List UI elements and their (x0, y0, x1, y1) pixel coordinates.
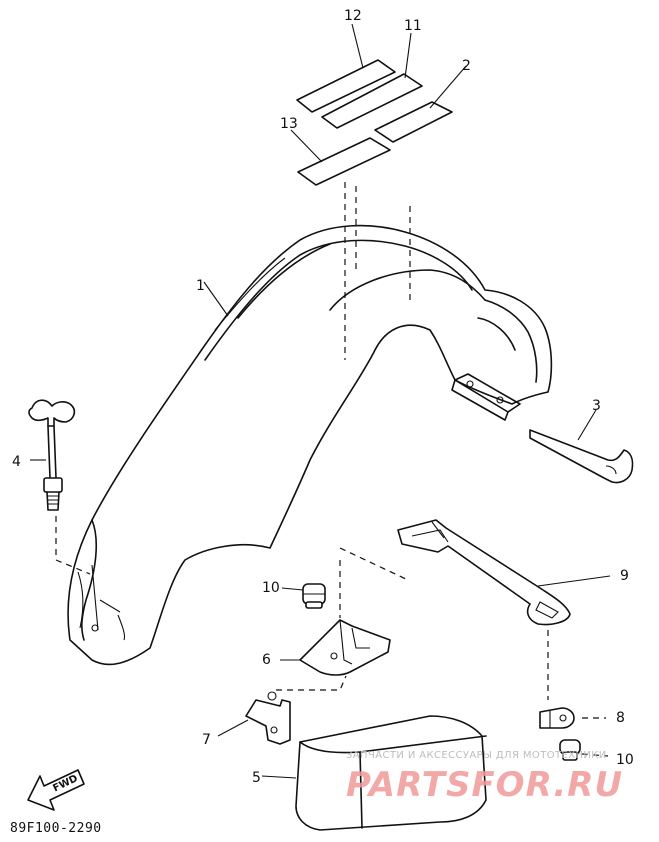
grommet-10a (302, 583, 326, 609)
grommet-10b (559, 739, 581, 761)
drawing-code: 89F100-2290 (10, 821, 102, 836)
decal-13 (297, 137, 391, 186)
rear-fender (67, 224, 553, 666)
decal-11 (321, 73, 423, 129)
callout-7: 7 (202, 732, 211, 748)
battery-bracket (245, 691, 291, 745)
battery (295, 715, 487, 831)
decal-12 (296, 59, 396, 113)
callout-1: 1 (196, 278, 205, 294)
decal-2 (374, 101, 453, 143)
callout-3: 3 (592, 398, 601, 414)
watermark-brand: PARTSFOR.RU (346, 765, 623, 805)
callout-10-upper: 10 (262, 580, 280, 596)
callout-12: 12 (344, 8, 362, 24)
callout-13: 13 (280, 116, 298, 132)
callout-6: 6 (262, 652, 271, 668)
callout-9: 9 (620, 568, 629, 584)
callout-10-lower: 10 (616, 752, 634, 768)
watermark-tagline: ЗАПЧАСТИ И АКСЕССУАРЫ ДЛЯ МОТОТЕХНИКИ (346, 750, 607, 761)
nut-8 (539, 707, 575, 729)
callout-5: 5 (252, 770, 261, 786)
battery-strap (397, 519, 571, 626)
rear-bracket (529, 429, 634, 484)
callout-2: 2 (462, 58, 471, 74)
callout-11: 11 (404, 18, 422, 34)
fwd-arrow-icon: FWD (27, 769, 85, 811)
battery-plate (299, 619, 391, 676)
wing-bolt (28, 399, 76, 511)
callout-8: 8 (616, 710, 625, 726)
callout-4: 4 (12, 454, 21, 470)
